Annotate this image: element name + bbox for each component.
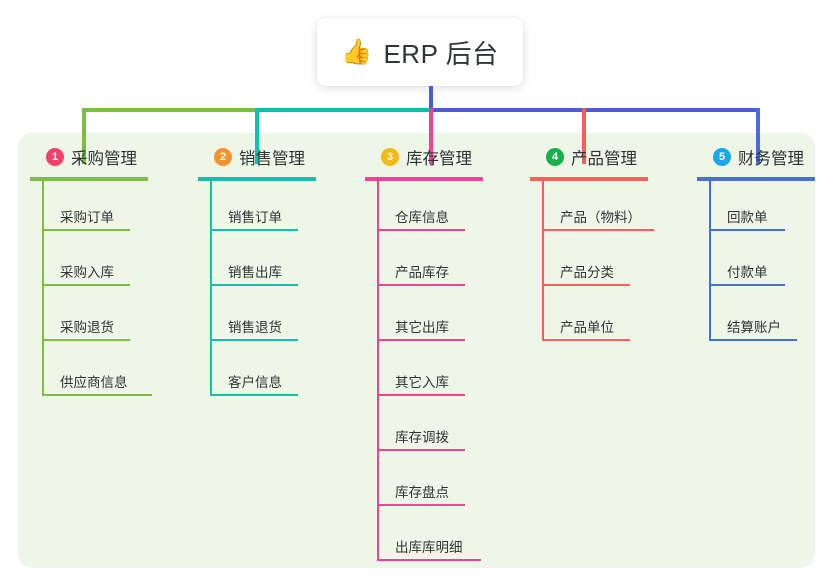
branch-column-2: 2 销售管理销售订单销售出库销售退货客户信息 (198, 145, 356, 396)
root-node[interactable]: 👍 ERP 后台 (317, 18, 523, 86)
branch-header-5[interactable]: 5 财务管理 (697, 145, 839, 169)
leaf-underline (709, 284, 785, 286)
leaf-label: 回款单 (727, 210, 768, 225)
branch-trunk-3 (377, 179, 379, 561)
thumbs-up-icon: 👍 (341, 37, 373, 66)
connector-drop-5 (756, 108, 760, 164)
leaf-underline (377, 449, 465, 451)
branch-header-1[interactable]: 1 采购管理 (30, 145, 188, 169)
branch-trunk-1 (42, 179, 44, 396)
leaf-label: 库存调拨 (395, 430, 449, 445)
branch-trunk-5 (709, 179, 711, 341)
branch-title-2: 销售管理 (239, 150, 305, 168)
branch-badge-1: 1 (46, 148, 64, 166)
leaf-label: 客户信息 (228, 375, 282, 390)
leaf-label: 采购订单 (60, 210, 114, 225)
branch-column-3: 3 库存管理仓库信息产品库存其它出库其它入库库存调拨库存盘点出库库明细 (365, 145, 523, 561)
leaf-underline (709, 339, 797, 341)
leaf-underline (42, 229, 130, 231)
leaf-label: 产品（物料） (560, 210, 641, 225)
branch-title-1: 采购管理 (71, 150, 137, 168)
leaf-label: 销售订单 (228, 210, 282, 225)
leaf-underline (377, 504, 465, 506)
leaf-label: 库存盘点 (395, 485, 449, 500)
leaf-label: 供应商信息 (60, 375, 128, 390)
leaf-label: 采购退货 (60, 320, 114, 335)
branch-underline-4 (530, 177, 648, 181)
leaf-underline (377, 229, 465, 231)
leaf-label: 其它出库 (395, 320, 449, 335)
leaf-underline (542, 284, 630, 286)
branch-title-3: 库存管理 (406, 150, 472, 168)
branch-badge-3: 3 (381, 148, 399, 166)
branch-underline-1 (30, 177, 148, 181)
leaf-underline (42, 339, 130, 341)
branch-header-4[interactable]: 4 产品管理 (530, 145, 688, 169)
leaf-underline (377, 394, 465, 396)
bus-segment-green (82, 108, 255, 112)
branch-underline-5 (697, 177, 815, 181)
leaf-label: 出库库明细 (395, 540, 463, 555)
leaf-underline (709, 229, 785, 231)
branch-column-1: 1 采购管理采购订单采购入库采购退货供应商信息 (30, 145, 188, 396)
leaf-underline (210, 229, 298, 231)
leaf-label: 产品分类 (560, 265, 614, 280)
leaf-underline (377, 284, 465, 286)
branch-title-5: 财务管理 (738, 150, 804, 168)
bus-segment-teal (255, 108, 429, 112)
leaf-label: 产品库存 (395, 265, 449, 280)
diagram-canvas (18, 133, 815, 568)
root-stem (429, 86, 433, 112)
branch-header-2[interactable]: 2 销售管理 (198, 145, 356, 169)
branch-underline-2 (198, 177, 316, 181)
leaf-label: 仓库信息 (395, 210, 449, 225)
connector-drop-3 (429, 108, 433, 164)
leaf-label: 销售出库 (228, 265, 282, 280)
branch-trunk-2 (210, 179, 212, 396)
connector-drop-4 (582, 108, 586, 164)
connector-drop-2 (255, 108, 259, 164)
leaf-label: 采购入库 (60, 265, 114, 280)
leaf-label: 付款单 (727, 265, 768, 280)
leaf-label: 其它入库 (395, 375, 449, 390)
leaf-label: 产品单位 (560, 320, 614, 335)
branch-column-5: 5 财务管理回款单付款单结算账户 (697, 145, 839, 341)
leaf-underline (42, 284, 130, 286)
branch-column-4: 4 产品管理产品（物料） 产品分类产品单位 (530, 145, 688, 341)
branch-underline-3 (365, 177, 483, 181)
leaf-underline (210, 284, 298, 286)
leaf-label: 销售退货 (228, 320, 282, 335)
bus-segment-blue (429, 108, 756, 112)
branch-badge-4: 4 (546, 148, 564, 166)
branch-badge-2: 2 (214, 148, 232, 166)
leaf-underline (377, 339, 465, 341)
leaf-underline (542, 229, 654, 231)
root-title: ERP 后台 (383, 38, 499, 69)
leaf-underline (542, 339, 630, 341)
leaf-underline (210, 394, 298, 396)
branch-title-4: 产品管理 (571, 150, 637, 168)
leaf-label: 结算账户 (727, 320, 781, 335)
branch-header-3[interactable]: 3 库存管理 (365, 145, 523, 169)
leaf-underline (210, 339, 298, 341)
leaf-underline (42, 394, 152, 396)
connector-drop-1 (82, 108, 86, 164)
leaf-underline (377, 559, 481, 561)
branch-trunk-4 (542, 179, 544, 341)
branch-badge-5: 5 (713, 148, 731, 166)
